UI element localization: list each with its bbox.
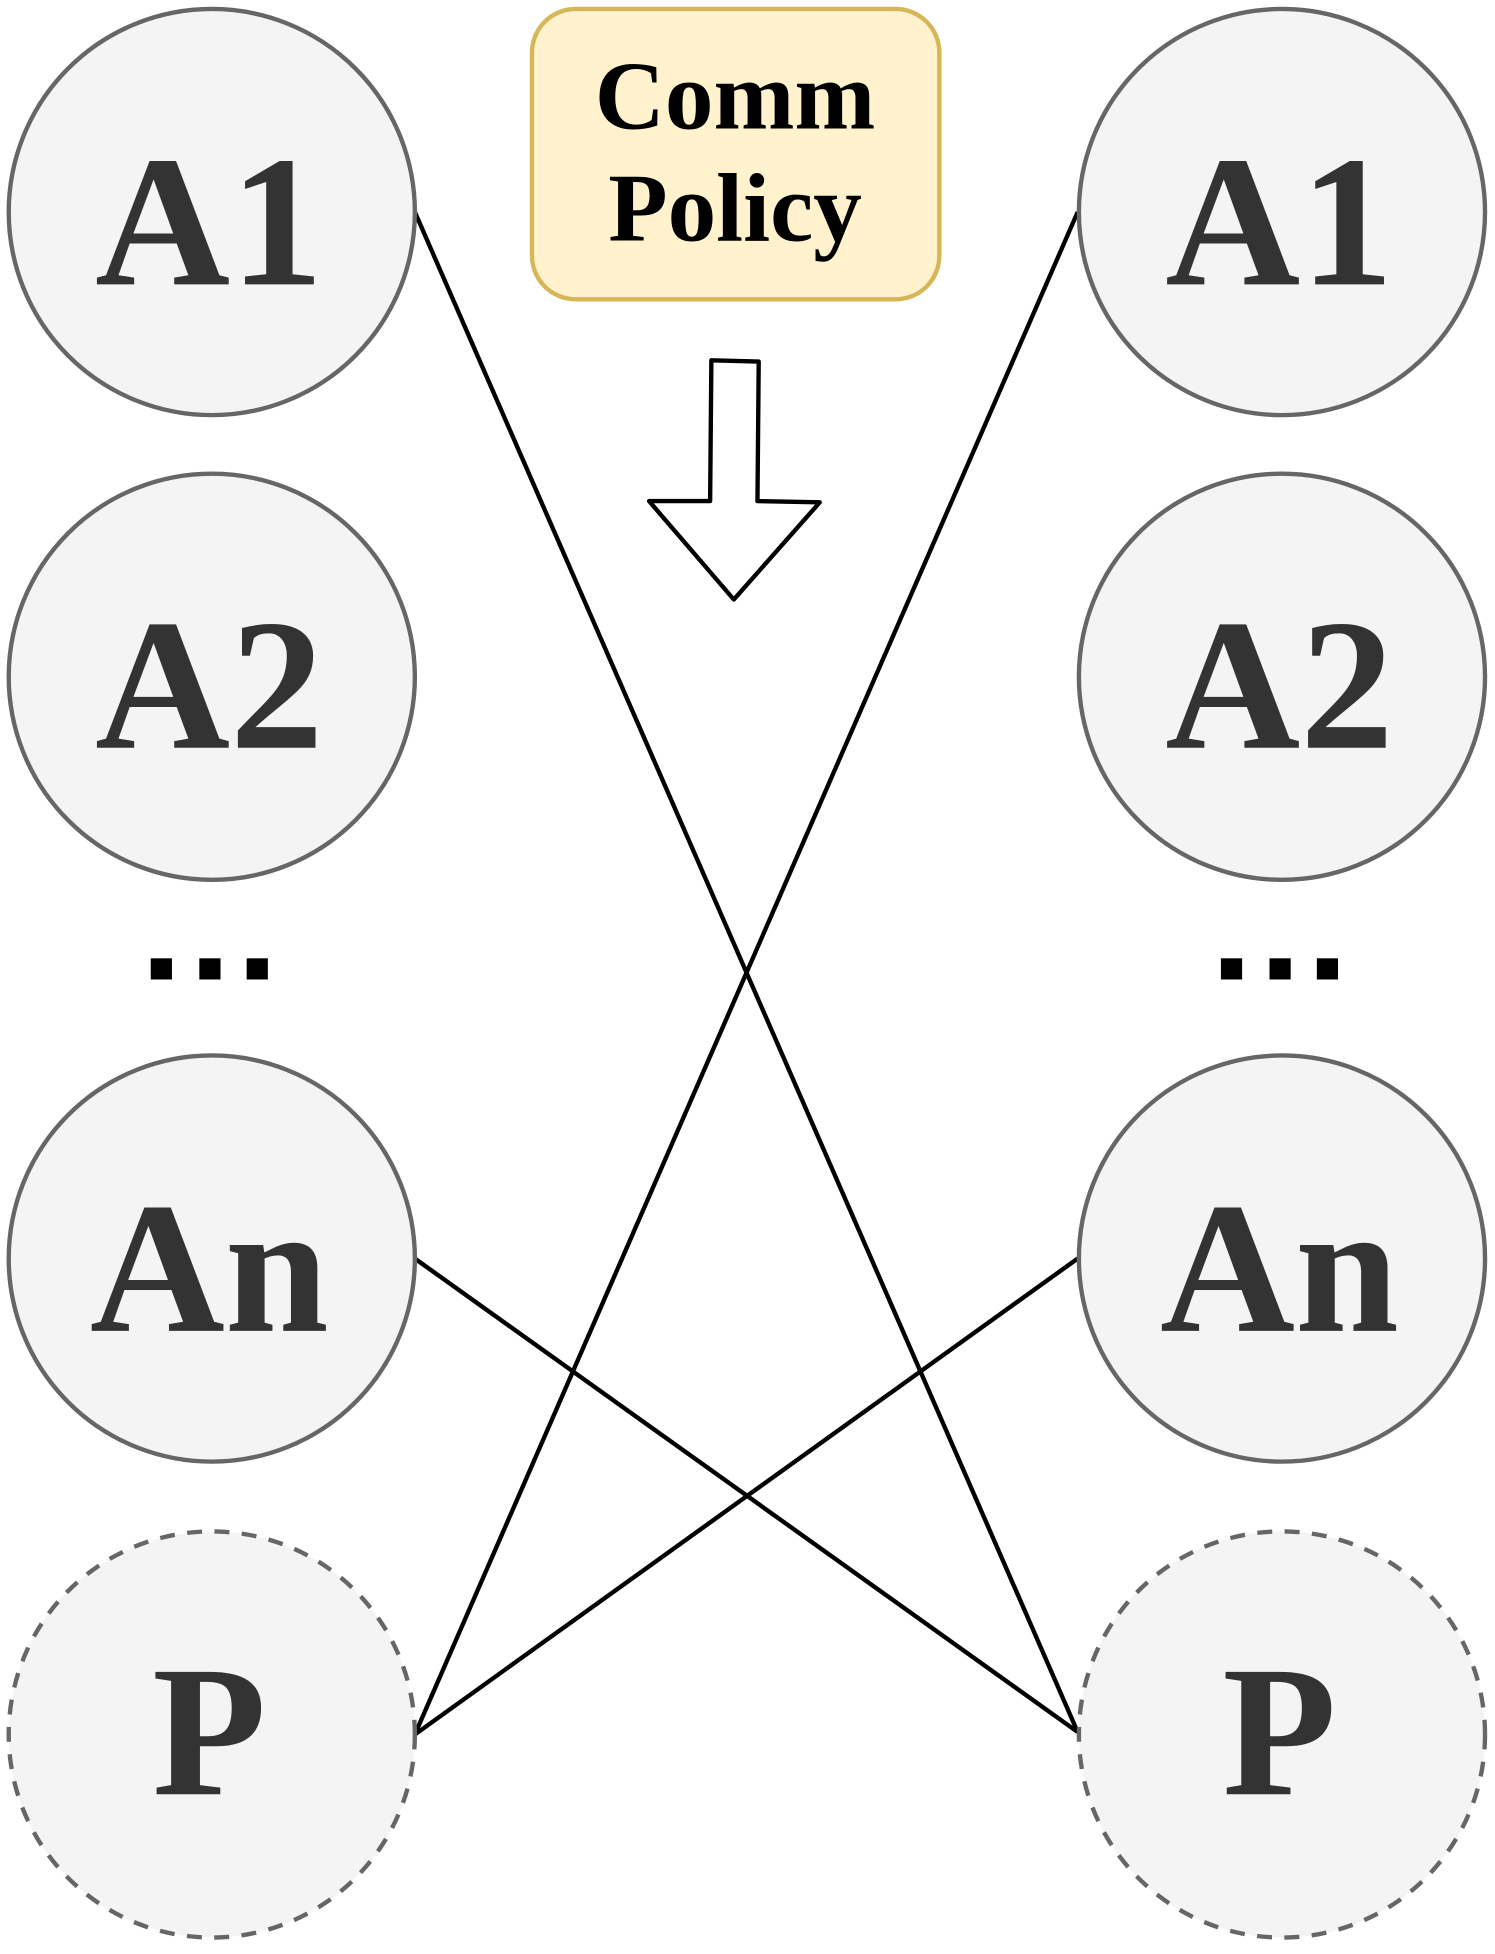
right-node-a2: A2 bbox=[1076, 471, 1488, 883]
right-node-an: An bbox=[1076, 1053, 1488, 1464]
node-label: An bbox=[1160, 1165, 1399, 1372]
node-label: A1 bbox=[95, 118, 323, 325]
left-ellipsis bbox=[150, 958, 268, 980]
left-node-an: An bbox=[6, 1053, 418, 1464]
left-node-a1: A1 bbox=[6, 6, 418, 418]
right-node-a1: A1 bbox=[1076, 6, 1488, 418]
edge-right-a1-to-left-p bbox=[412, 211, 1080, 1736]
comm-policy-box: Comm Policy bbox=[529, 6, 942, 302]
node-label: P bbox=[1222, 1628, 1336, 1835]
node-label: A1 bbox=[1165, 118, 1393, 325]
down-arrow-icon bbox=[646, 358, 822, 602]
node-label: An bbox=[90, 1165, 329, 1372]
right-node-p: P bbox=[1076, 1529, 1488, 1940]
edge-right-an-to-left-p bbox=[413, 1256, 1079, 1737]
node-label: P bbox=[152, 1628, 266, 1835]
policy-label-line2: Policy bbox=[608, 155, 862, 263]
left-node-p: P bbox=[6, 1529, 418, 1940]
node-label: A2 bbox=[95, 582, 323, 789]
left-node-a2: A2 bbox=[6, 471, 418, 883]
policy-label-line1: Comm bbox=[595, 43, 876, 151]
node-label: A2 bbox=[1165, 582, 1393, 789]
right-ellipsis bbox=[1220, 958, 1339, 980]
